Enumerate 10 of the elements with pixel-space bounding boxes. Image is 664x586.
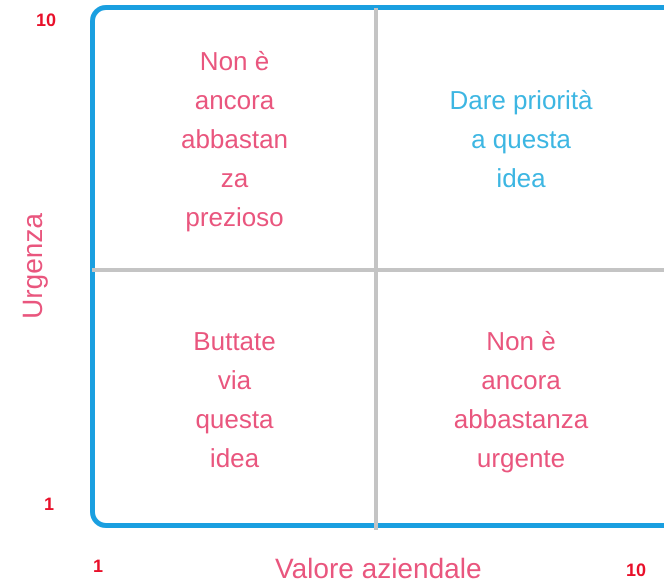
- axis-max-label: 10: [626, 560, 646, 581]
- axis-min-label: 1: [93, 556, 104, 577]
- axis-min-label: 1: [44, 494, 54, 515]
- quadrant-label: Dare priorità a questa idea: [448, 84, 594, 194]
- quadrant-label: Non è ancora abbastanza prezioso: [180, 44, 289, 234]
- quadrant-label: Non è ancora abbastanza urgente: [452, 325, 590, 475]
- axis-title: Urgenza: [16, 213, 49, 319]
- axis-title: Valore aziendale: [275, 553, 482, 585]
- quadrant-label: Buttate via questa idea: [192, 325, 277, 475]
- axis-max-label: 10: [36, 10, 56, 31]
